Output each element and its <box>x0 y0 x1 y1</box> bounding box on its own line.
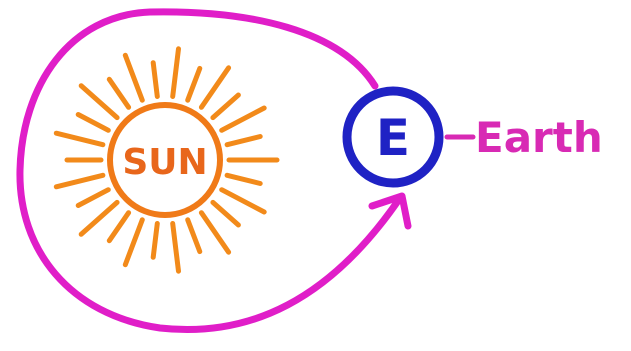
sun-ray <box>153 224 157 258</box>
earth-symbol: E <box>376 109 410 167</box>
sun-ray <box>201 68 228 108</box>
sun-ray <box>188 68 200 100</box>
sun-ray <box>227 175 260 183</box>
sun-ray <box>109 79 128 107</box>
sun-label: SUN <box>122 142 207 183</box>
sun-ray <box>125 220 142 265</box>
sun-ray <box>213 202 239 225</box>
sun-ray <box>81 202 117 234</box>
sun-ray <box>173 49 179 97</box>
sun-ray <box>201 213 228 253</box>
sun-ray <box>227 137 260 145</box>
sun-icon: SUN <box>56 49 277 271</box>
sun-ray <box>109 213 128 241</box>
sun-ray <box>153 63 157 97</box>
sun-ray <box>213 95 239 118</box>
sun-ray <box>222 190 265 212</box>
sun-ray <box>173 224 179 272</box>
sun-ray <box>78 115 108 131</box>
earth-label: Earth <box>475 113 603 162</box>
sun-ray <box>56 175 103 187</box>
sun-ray <box>125 55 142 100</box>
sun-ray <box>188 220 200 252</box>
earth-circle-icon: E <box>347 91 439 183</box>
sun-ray <box>78 190 108 206</box>
sun-ray <box>222 108 265 130</box>
sun-ray <box>56 133 103 145</box>
sun-ray <box>81 86 117 118</box>
